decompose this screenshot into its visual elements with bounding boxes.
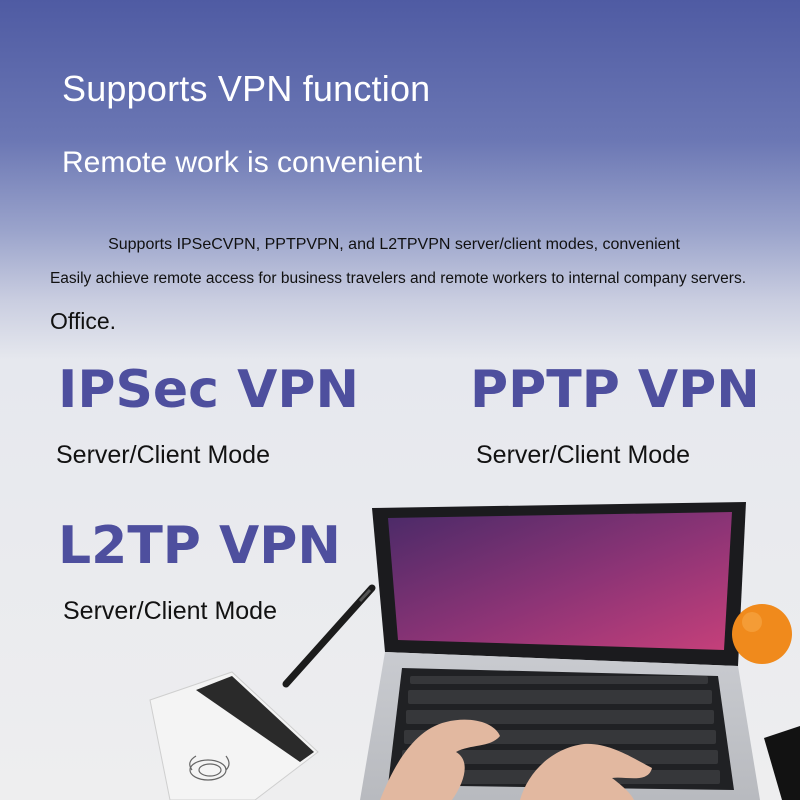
feature-title-ipsec: IPSec VPN	[58, 360, 359, 420]
feature-title-l2tp: L2TP VPN	[58, 516, 341, 576]
pen	[282, 584, 376, 688]
description-line-1: Supports IPSeCVPN, PPTPVPN, and L2TPVPN …	[108, 236, 680, 253]
banner-heading: Supports VPN function	[62, 68, 431, 109]
phone	[764, 726, 800, 800]
feature-mode-ipsec: Server/Client Mode	[56, 441, 270, 469]
description-line-2: Easily achieve remote access for busines…	[49, 270, 747, 287]
feature-title-pptp: PPTP VPN	[470, 360, 760, 420]
orange-fruit	[732, 604, 792, 664]
feature-mode-l2tp: Server/Client Mode	[63, 597, 277, 625]
typing-hands	[380, 719, 652, 800]
description-line-3: Office.	[50, 308, 117, 334]
feature-mode-pptp: Server/Client Mode	[476, 441, 690, 469]
notebook	[149, 671, 319, 800]
seashell-sketch	[189, 755, 230, 781]
banner-subheading: Remote work is convenient	[62, 146, 423, 179]
